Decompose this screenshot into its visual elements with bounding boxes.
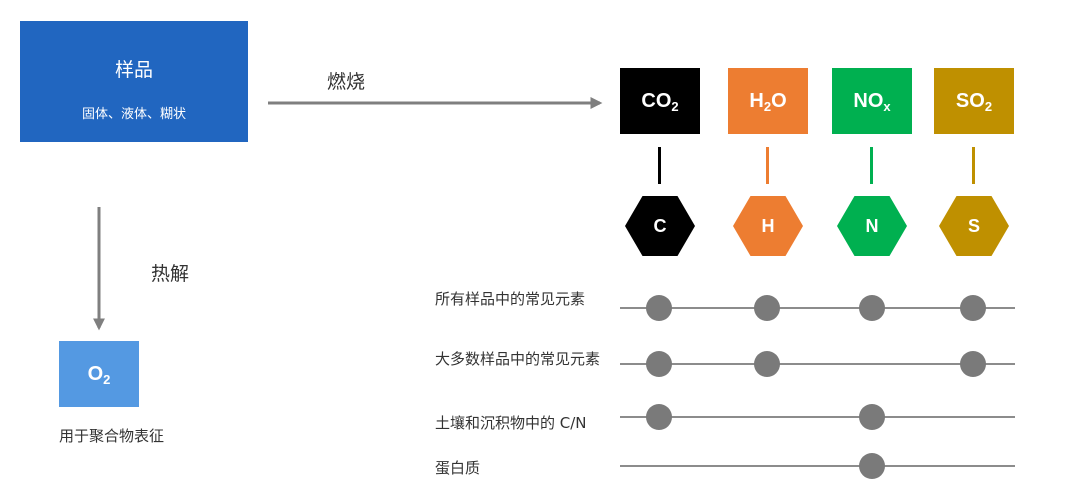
- oxygen-subscript: 2: [103, 371, 111, 387]
- element-dot-n: [859, 453, 885, 479]
- oxygen-caption: 用于聚合物表征: [59, 427, 165, 445]
- row-label-most-samples: 大多数样品中的常见元素: [435, 350, 601, 368]
- pyrolysis-label: 热解: [151, 263, 190, 285]
- gas-formula: SO: [955, 89, 985, 112]
- element-hexagon-c: C: [625, 196, 695, 256]
- row-label-all-samples: 所有样品中的常见元素: [435, 290, 586, 308]
- element-hexagon-h: H: [733, 196, 803, 256]
- gas-formula: NO: [853, 89, 884, 112]
- element-dot-h: [754, 351, 780, 377]
- element-hexagon-n: N: [837, 196, 907, 256]
- element-dot-c: [646, 351, 672, 377]
- element-dot-s: [960, 295, 986, 321]
- element-hexagon-s: S: [939, 196, 1009, 256]
- connector-s: [972, 147, 975, 184]
- element-dot-n: [859, 404, 885, 430]
- sample-title: 样品: [114, 59, 153, 81]
- gas-formula: CO: [641, 89, 672, 112]
- gas-subscript: 2: [763, 98, 772, 114]
- row-label-soil-sediment: 土壤和沉积物中的 C/N: [435, 414, 587, 432]
- element-dot-s: [960, 351, 986, 377]
- connector-h: [766, 147, 769, 184]
- row-track: [620, 416, 1015, 418]
- gas-subscript: x: [883, 98, 891, 114]
- row-track: [620, 307, 1015, 309]
- element-dot-n: [859, 295, 885, 321]
- gas-formula-suffix: O: [771, 89, 787, 112]
- combustion-label: 燃烧: [327, 71, 366, 93]
- sample-box: 样品 固体、液体、糊状: [20, 21, 248, 142]
- oxygen-formula: O: [87, 362, 104, 385]
- element-dot-c: [646, 404, 672, 430]
- gas-subscript: 2: [671, 98, 679, 114]
- gas-subscript: 2: [984, 98, 993, 114]
- sample-subtitle: 固体、液体、糊状: [81, 107, 186, 122]
- row-label-protein: 蛋白质: [435, 459, 481, 477]
- element-dot-h: [754, 295, 780, 321]
- gas-formula: H: [749, 89, 764, 112]
- connector-n: [870, 147, 873, 184]
- row-track: [620, 465, 1015, 467]
- row-track: [620, 363, 1015, 365]
- element-dot-c: [646, 295, 672, 321]
- connector-c: [658, 147, 661, 184]
